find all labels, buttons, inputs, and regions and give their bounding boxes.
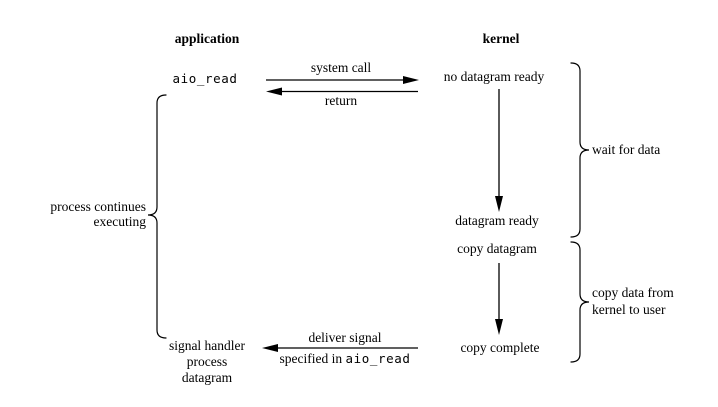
process-continues-line2: executing: [93, 214, 146, 229]
return-arrow: [266, 87, 418, 96]
system-call-arrow: [266, 76, 419, 84]
column-header-kernel: kernel: [482, 31, 520, 46]
copy-vertical-arrow: [495, 263, 503, 335]
deliver-signal-arrow: [262, 344, 418, 352]
column-header-application: application: [174, 31, 240, 46]
deliver-signal-aio-read-code: aio_read: [345, 351, 411, 366]
wait-for-data-brace: [570, 62, 590, 238]
process-continues-label: process continues executing: [26, 199, 146, 229]
signal-handler-line3: datagram: [181, 370, 233, 385]
deliver-signal-specified-in-text: specified in: [279, 351, 346, 366]
deliver-signal-label-line1: deliver signal: [308, 330, 382, 345]
copy-data-label-line2: kernel to user: [592, 302, 666, 317]
wait-vertical-arrow: [495, 89, 503, 212]
wait-for-data-label: wait for data: [592, 142, 661, 157]
copy-data-label-line1: copy data from: [592, 285, 674, 300]
aio-read-call-label: aio_read: [172, 71, 238, 86]
kernel-state-no-datagram-ready: no datagram ready: [443, 69, 545, 84]
return-label: return: [324, 93, 358, 108]
signal-handler-line1: signal handler: [168, 338, 246, 353]
system-call-label: system call: [310, 60, 372, 75]
deliver-signal-label-line2: specified in aio_read: [262, 351, 428, 366]
copy-data-label: copy data from kernel to user: [592, 284, 674, 318]
kernel-state-datagram-ready: datagram ready: [455, 213, 539, 228]
signal-handler-line2: process: [186, 354, 228, 369]
process-continues-line1: process continues: [50, 199, 146, 214]
kernel-state-copy-datagram: copy datagram: [457, 241, 537, 256]
process-continues-brace: [147, 94, 167, 339]
copy-data-brace: [570, 241, 590, 363]
signal-handler-label: signal handler process datagram: [152, 338, 262, 386]
kernel-state-copy-complete: copy complete: [460, 340, 540, 355]
